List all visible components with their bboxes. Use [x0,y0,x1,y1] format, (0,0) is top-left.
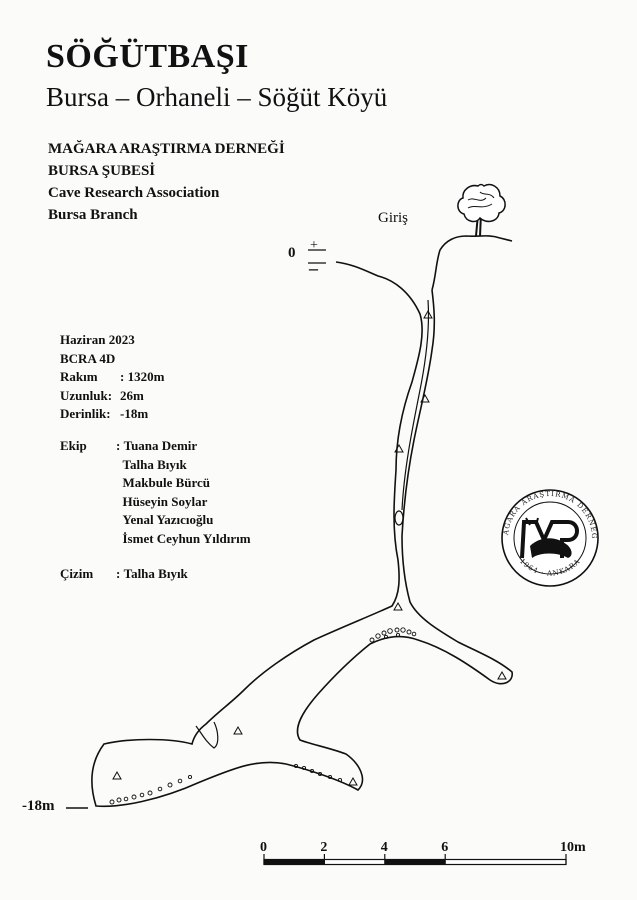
team-member: İsmet Ceyhun Yıldırım [122,530,251,546]
surface-line [431,235,513,291]
drawing-author: Talha Bıyık [123,566,188,581]
altitude-row: Rakım : 1320m [60,368,164,387]
org-line-4: Bursa Branch [48,207,138,223]
org-line-3: Cave Research Association [48,185,220,201]
cave-location: Bursa – Orhaneli – Söğüt Köyü [46,82,388,112]
drawing-credit: Çizim : Talha Bıyık [60,566,188,581]
scale-bar-tick-label: 10m [560,840,586,855]
rubble [109,627,417,805]
altitude-value: : 1320m [120,369,165,384]
survey-grade: BCRA 4D [60,350,116,366]
scale-bar-segment [384,859,446,865]
team-label: Ekip [60,438,87,453]
datum-tick [308,249,326,264]
scale-bar-tick-label: 4 [380,840,388,855]
length-label: Uzunluk: [60,387,113,403]
team-member: Yenal Yazıcıoğlu [122,512,214,527]
plus-sign: + [310,238,318,253]
length-row: Uzunluk: 26m [60,387,164,406]
zero-datum-label: 0 [288,245,296,261]
depth-label: Derinlik: [60,406,111,421]
rock-loop [394,510,404,526]
scale-bar-tick-label: 6 [441,840,449,855]
chamber-drop [195,721,219,749]
team-member: Hüseyin Soylar [122,493,208,509]
org-line-1: MAĞARA ARAŞTIRMA DERNEĞİ [48,141,285,157]
cave-title: SÖĞÜTBAŞI [46,38,249,75]
bottom-depth-label: -18m [22,798,55,814]
team-block: Ekip: Tuana Demir Talha Bıyık Makbule Bü… [60,438,251,546]
depth-row: Derinlik: -18m [60,405,164,424]
organization-block: MAĞARA ARAŞTIRMA DERNEĞİ BURSA ŞUBESİ Ca… [48,138,285,226]
survey-date: Haziran 2023 [60,332,135,347]
inner-passage-line [401,299,430,511]
team-member: Tuana Demir [123,438,198,453]
length-value: 26m [120,387,144,403]
cave-outline [91,261,513,808]
altitude-label: Rakım [60,369,98,384]
depth-value: -18m [120,406,149,421]
survey-info: Haziran 2023 BCRA 4D Rakım : 1320m Uzunl… [60,331,164,424]
logo-ring-top-text: MAĞARA ARAŞTIRMA DERNEĞİ [0,0,598,540]
team-member: Talha Bıyık [122,456,187,472]
minus-sign: – [309,258,318,278]
scale-bar [263,854,567,866]
association-logo: MAĞARA ARAŞTIRMA DERNEĞİ 1964 · ANKARA [0,0,599,587]
scale-bar-segment [264,859,325,865]
tree-icon [457,183,506,237]
scale-bar-tick-label: 2 [320,840,328,855]
entrance-label: Giriş [378,210,408,226]
org-line-2: BURSA ŞUBESİ [48,163,156,179]
survey-stations [112,309,507,786]
drawing-label: Çizim [60,566,94,581]
scale-bar-tick-label: 0 [260,840,267,855]
team-member: Makbule Bürcü [122,475,211,490]
